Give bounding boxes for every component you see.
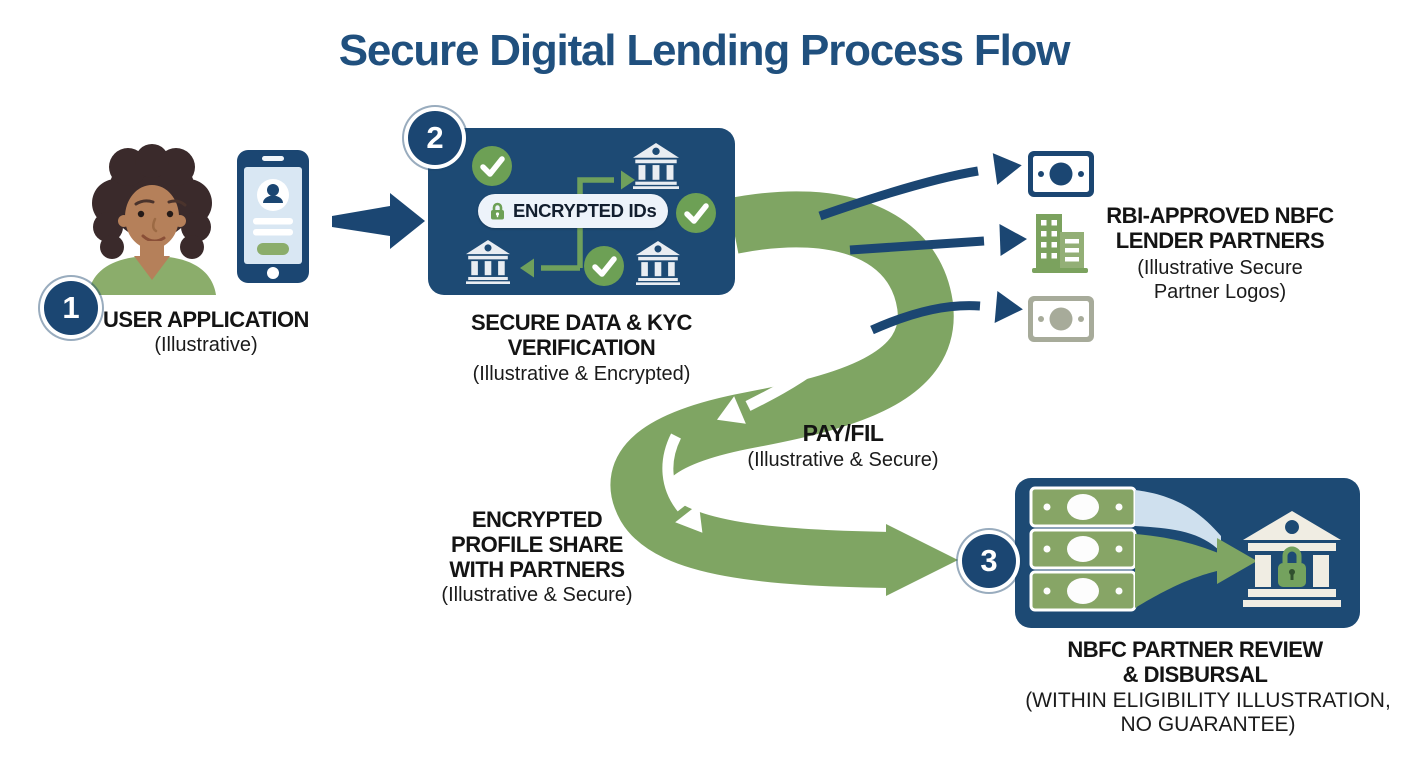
arrow-step1-to-step2 — [332, 193, 425, 249]
encrypted-ids-pill: ENCRYPTED IDs — [478, 194, 668, 228]
flow-band-blue — [1135, 490, 1221, 552]
user-avatar — [88, 144, 216, 295]
step-2-box: ENCRYPTED IDs 2 — [408, 111, 735, 295]
page-title: Secure Digital Lending Process Flow — [338, 26, 1071, 75]
flow-arrowhead — [1217, 538, 1257, 584]
submit-button-graphic — [257, 243, 289, 255]
banknote-icon-sage — [1028, 296, 1094, 342]
step-1-label: USER APPLICATION — [103, 307, 309, 332]
encrypted-ids-label: ENCRYPTED IDs — [513, 200, 657, 221]
disbursal-bank-icon — [1243, 511, 1341, 607]
step-3-number: 3 — [980, 543, 998, 578]
check-icon — [584, 246, 624, 286]
money-notes — [1029, 486, 1137, 612]
fan-arrow-top — [818, 153, 1022, 221]
bank-icon — [636, 241, 680, 285]
lock-icon — [491, 202, 504, 219]
step-1-sub: (Illustrative) — [154, 334, 258, 356]
fan-arrow-middle — [849, 224, 1027, 256]
payfil-sub: (Illustrative & Secure) — [747, 449, 939, 471]
payfil-label: PAY/FIL — [802, 420, 884, 446]
step-2-badge: 2 — [408, 111, 462, 165]
step-3-sub: (WITHIN ELIGIBILITY ILLUSTRATION, NO GUA… — [1025, 689, 1391, 736]
bank-icon — [633, 143, 679, 189]
step-1-number: 1 — [62, 290, 80, 325]
step-1-badge: 1 — [44, 281, 98, 335]
buildings-icon — [1032, 214, 1088, 273]
profile-share-label: ENCRYPTED PROFILE SHARE WITH PARTNERS — [449, 507, 625, 582]
partners-label: RBI-APPROVED NBFC LENDER PARTNERS — [1106, 203, 1334, 253]
step-2-sub: (Illustrative & Encrypted) — [472, 363, 691, 385]
step-3-label: NBFC PARTNER REVIEW & DISBURSAL — [1067, 637, 1323, 687]
phone-icon — [237, 150, 309, 283]
flow-band-green — [1135, 534, 1221, 608]
bank-icon — [466, 240, 510, 284]
step-3-box: 3 — [962, 478, 1360, 628]
profile-icon — [267, 184, 279, 196]
check-icon — [676, 193, 716, 233]
step-2-label: SECURE DATA & KYC VERIFICATION — [471, 310, 692, 360]
partners-sub: (Illustrative Secure Partner Logos) — [1137, 257, 1303, 303]
step-3-badge: 3 — [962, 534, 1016, 588]
check-icon — [472, 146, 512, 186]
step-2-number: 2 — [426, 120, 444, 155]
profile-share-sub: (Illustrative & Secure) — [441, 584, 633, 606]
disbursal-graphics — [1029, 486, 1341, 612]
banknote-icon-navy — [1028, 151, 1094, 197]
lock-icon — [1278, 546, 1306, 587]
fan-arrow-bottom — [870, 291, 1023, 335]
avatar-face — [125, 185, 179, 249]
